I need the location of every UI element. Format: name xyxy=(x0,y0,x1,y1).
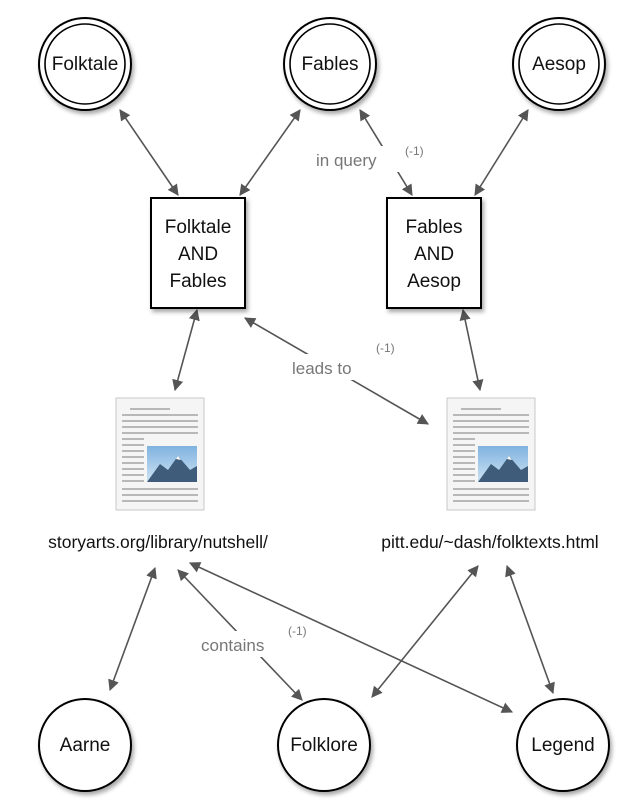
edge-doc2-folklore xyxy=(371,565,479,698)
edge-folktale-q1 xyxy=(119,109,179,196)
leads-to-label: leads to xyxy=(292,359,352,378)
node-aesop-label: Aesop xyxy=(532,54,586,75)
edge-q1-doc1 xyxy=(172,308,200,392)
node-query-folktale-and-fables[interactable] xyxy=(150,197,246,309)
node-folklore-label: Folklore xyxy=(290,735,358,756)
node-query-fables-and-aesop[interactable] xyxy=(386,197,482,309)
edge-label-contains: contains (-1) xyxy=(198,624,320,657)
edge-label-in-query: in query (-1) xyxy=(312,144,438,172)
node-aesop[interactable] xyxy=(512,17,606,111)
document-icon-doc2[interactable] xyxy=(446,397,536,511)
q1-line3: Fables xyxy=(169,271,226,292)
q1-line1: Folktale xyxy=(165,217,232,238)
edge-fables-q1 xyxy=(239,109,301,196)
node-fables[interactable] xyxy=(283,17,377,111)
leads-to-sup: (-1) xyxy=(376,341,395,355)
q2-line2: AND xyxy=(414,244,454,265)
contains-label: contains xyxy=(201,636,264,655)
q1-line2: AND xyxy=(178,244,218,265)
doc2-url[interactable]: pitt.edu/~dash/folktexts.html xyxy=(381,532,598,552)
node-aarne[interactable] xyxy=(38,698,132,792)
in-query-label: in query xyxy=(316,151,377,170)
document-icon-doc1[interactable] xyxy=(115,397,205,511)
edge-label-leads-to: leads to (-1) xyxy=(289,341,405,380)
node-legend[interactable] xyxy=(516,698,610,792)
q2-line1: Fables xyxy=(405,217,462,238)
edge-doc2-legend xyxy=(505,564,555,695)
edge-q2-doc2 xyxy=(459,308,484,392)
node-fables-label: Fables xyxy=(301,54,358,75)
edge-doc1-aarne xyxy=(108,566,157,692)
node-folklore[interactable] xyxy=(277,698,371,792)
node-folktale-label: Folktale xyxy=(52,54,119,75)
q2-line3: Aesop xyxy=(407,271,461,292)
in-query-sup: (-1) xyxy=(405,144,424,158)
node-aarne-label: Aarne xyxy=(60,735,111,756)
doc1-url[interactable]: storyarts.org/library/nutshell/ xyxy=(48,532,268,552)
edge-aesop-q2 xyxy=(474,109,529,196)
contains-sup: (-1) xyxy=(288,624,307,638)
node-folktale[interactable] xyxy=(38,17,132,111)
node-legend-label: Legend xyxy=(531,735,594,756)
